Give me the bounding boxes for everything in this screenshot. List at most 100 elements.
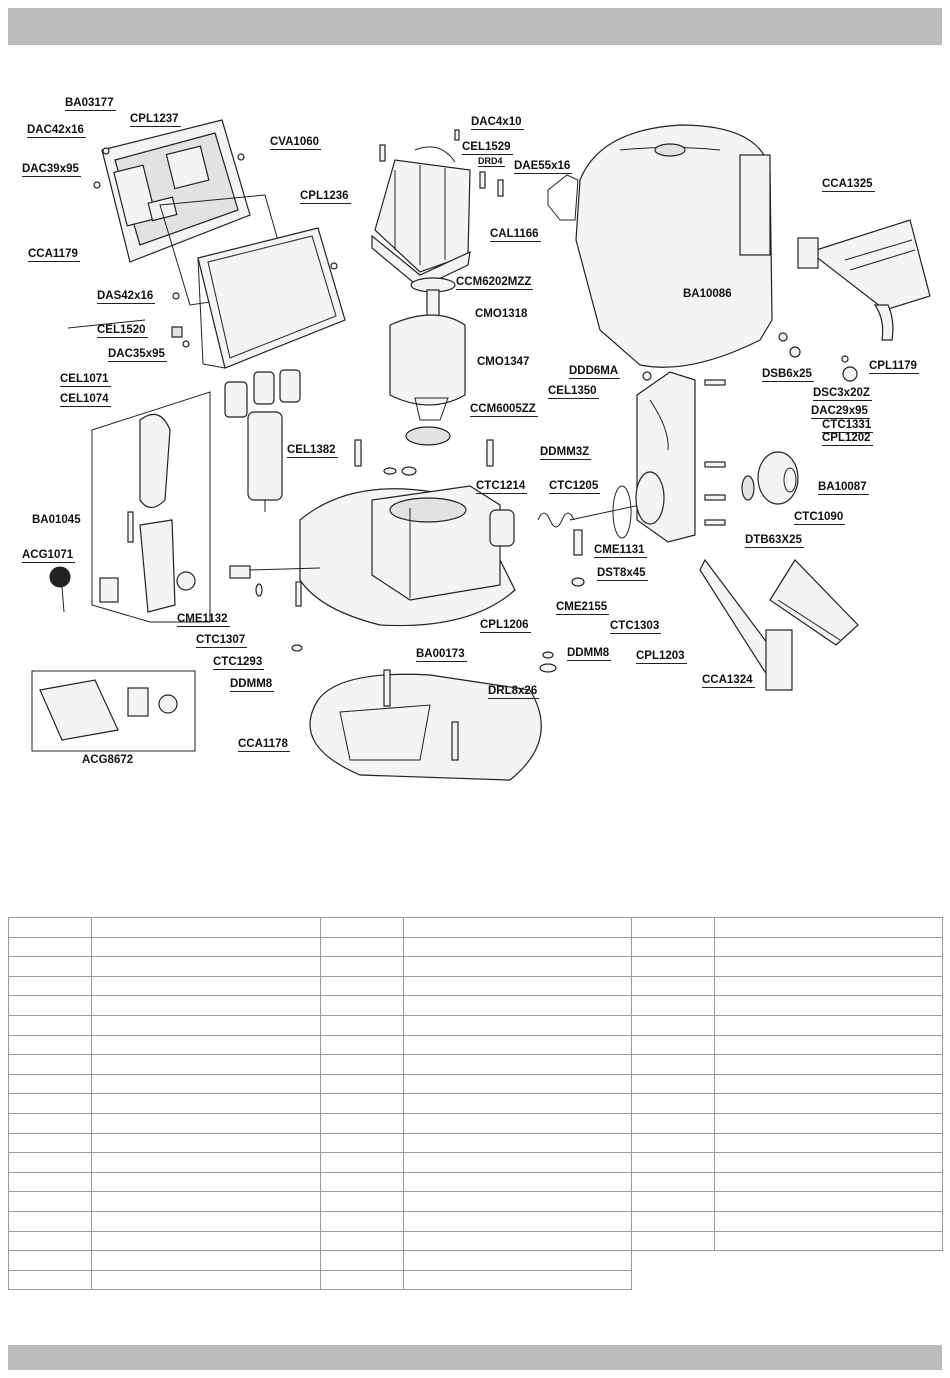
table-cell bbox=[630, 975, 716, 997]
part-label-CME1131: CME1131 bbox=[594, 544, 647, 558]
release-plate bbox=[99, 577, 119, 603]
table-cell bbox=[403, 1093, 632, 1114]
table-row bbox=[630, 1171, 943, 1193]
table-cell bbox=[319, 1269, 405, 1291]
table-cell bbox=[714, 917, 943, 938]
output-shaft bbox=[229, 485, 641, 579]
part-label-CEL1382: CEL1382 bbox=[287, 444, 338, 458]
part-label-DDD6MA: DDD6MA bbox=[569, 365, 621, 379]
table-cell bbox=[403, 1230, 632, 1252]
part-label-CCA1178: CCA1178 bbox=[238, 738, 290, 752]
cable bbox=[67, 319, 146, 329]
table-cell bbox=[714, 1112, 943, 1134]
table-cell bbox=[714, 1034, 943, 1056]
table-cell bbox=[403, 995, 632, 1016]
table-row bbox=[7, 1191, 632, 1212]
table-cell bbox=[630, 1112, 716, 1134]
table-cell bbox=[403, 1054, 632, 1075]
table-cell bbox=[319, 995, 405, 1016]
table-cell bbox=[7, 1112, 93, 1134]
table-cell bbox=[91, 1269, 321, 1291]
part-label-DAC39x95: DAC39x95 bbox=[22, 163, 81, 177]
table-cell bbox=[630, 1054, 716, 1075]
part-label-CAL1166: CAL1166 bbox=[490, 228, 541, 242]
table-row bbox=[7, 1054, 632, 1075]
table-row bbox=[7, 1112, 632, 1134]
table-cell bbox=[319, 1191, 405, 1212]
table-cell bbox=[91, 1230, 321, 1252]
rotor bbox=[389, 289, 466, 421]
table-cell bbox=[319, 1171, 405, 1193]
table-row bbox=[7, 1132, 632, 1154]
parts-table-left bbox=[7, 917, 632, 1291]
release-handle bbox=[139, 413, 171, 509]
part-label-CCA1324: CCA1324 bbox=[702, 674, 755, 688]
table-cell bbox=[7, 1171, 93, 1193]
motor-cover bbox=[371, 159, 471, 289]
part-label-CTC1303: CTC1303 bbox=[610, 620, 662, 634]
table-cell bbox=[714, 1171, 943, 1193]
part-label-CMO1318: CMO1318 bbox=[475, 308, 528, 320]
part-label-CTC1214: CTC1214 bbox=[476, 480, 528, 494]
part-label-CCA1325: CCA1325 bbox=[822, 178, 875, 192]
table-cell bbox=[403, 917, 632, 938]
table-cell bbox=[630, 956, 716, 977]
table-cell bbox=[714, 1014, 943, 1036]
part-label-CPL1179: CPL1179 bbox=[869, 360, 919, 374]
table-row bbox=[7, 975, 632, 997]
table-cell bbox=[7, 1054, 93, 1075]
table-cell bbox=[714, 1054, 943, 1075]
table-cell bbox=[319, 1093, 405, 1114]
cable-glands bbox=[224, 369, 301, 418]
table-row bbox=[630, 956, 943, 977]
table-cell bbox=[630, 917, 716, 938]
table-row bbox=[630, 1152, 943, 1173]
table-cell bbox=[714, 1152, 943, 1173]
part-label-CPL1202: CPL1202 bbox=[822, 432, 873, 446]
table-cell bbox=[7, 1073, 93, 1095]
part-label-CME2155: CME2155 bbox=[556, 601, 610, 615]
table-cell bbox=[319, 936, 405, 958]
table-cell bbox=[403, 1014, 632, 1036]
part-label-CTC1307: CTC1307 bbox=[196, 634, 248, 648]
table-cell bbox=[91, 1250, 321, 1271]
table-cell bbox=[7, 1093, 93, 1114]
cover-bracket bbox=[547, 174, 579, 221]
rack-lower bbox=[699, 558, 859, 691]
part-label-DRD4: DRD4 bbox=[478, 156, 505, 167]
key-plate bbox=[39, 679, 119, 741]
exploded-parts-diagram: BA03177 CPL1237 DAC42x16 CVA1060 DAC39x9… bbox=[0, 60, 950, 800]
part-label-CMO1347: CMO1347 bbox=[477, 356, 530, 368]
table-row bbox=[7, 1152, 632, 1173]
table-row bbox=[7, 995, 632, 1016]
control-box-cover bbox=[197, 227, 346, 369]
table-row bbox=[7, 1230, 632, 1252]
part-label-CPL1206: CPL1206 bbox=[480, 619, 531, 633]
table-row bbox=[7, 1073, 632, 1095]
part-label-BA10087: BA10087 bbox=[818, 481, 869, 495]
table-row bbox=[7, 1171, 632, 1193]
part-label-DRL8x26: DRL8x26 bbox=[488, 685, 540, 699]
table-row bbox=[630, 1054, 943, 1075]
table-cell bbox=[714, 936, 943, 958]
table-cell bbox=[714, 1210, 943, 1232]
part-label-BA10086: BA10086 bbox=[683, 288, 732, 300]
table-cell bbox=[630, 1210, 716, 1232]
capacitor bbox=[247, 411, 283, 512]
part-label-BA01045: BA01045 bbox=[32, 514, 81, 526]
table-row bbox=[630, 975, 943, 997]
part-label-CME1132: CME1132 bbox=[177, 613, 230, 627]
table-cell bbox=[91, 917, 321, 938]
part-label-DST8x45: DST8x45 bbox=[597, 567, 648, 581]
part-label-DAC42x16: DAC42x16 bbox=[27, 124, 86, 138]
table-cell bbox=[403, 1152, 632, 1173]
part-label-CEL1071: CEL1071 bbox=[60, 373, 111, 387]
table-row bbox=[630, 1210, 943, 1232]
table-cell bbox=[91, 936, 321, 958]
table-cell bbox=[630, 1014, 716, 1036]
table-cell bbox=[403, 1210, 632, 1232]
table-cell bbox=[319, 1034, 405, 1056]
table-cell bbox=[7, 917, 93, 938]
part-label-BA03177: BA03177 bbox=[65, 97, 116, 111]
table-cell bbox=[7, 1132, 93, 1154]
